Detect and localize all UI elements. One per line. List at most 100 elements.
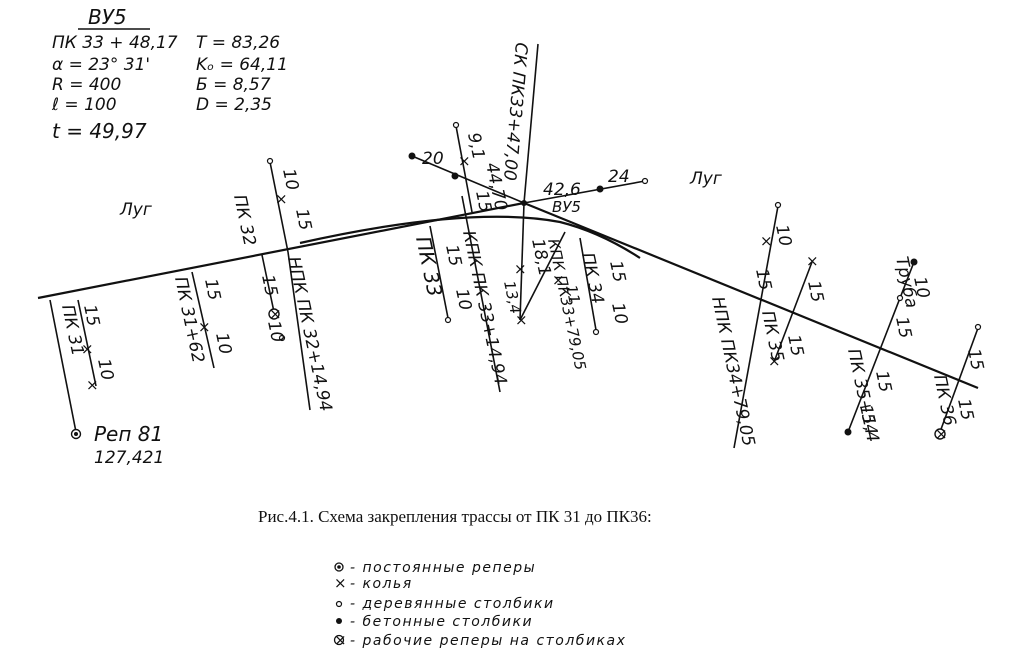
distance-label: 15 xyxy=(200,277,224,302)
working-benchmark-cross: × xyxy=(935,425,948,443)
tie-line xyxy=(455,125,473,213)
stake-marker: × xyxy=(86,376,99,394)
benchmark-elevation: 127,421 xyxy=(94,448,164,468)
distance-label: 10 xyxy=(211,331,235,356)
station-label: НПК ПК34+79,05 xyxy=(707,295,758,448)
working-benchmark-cross: × xyxy=(269,305,282,323)
wooden-post-marker xyxy=(774,201,782,209)
pk31-62-station: × ПК 31+62 15 10 xyxy=(170,271,235,369)
tie-line xyxy=(519,231,566,321)
station-label: ПК 35 xyxy=(757,309,787,364)
concrete-post-marker xyxy=(596,185,604,193)
distance-label: 15 xyxy=(605,259,629,284)
distance-label: 20 xyxy=(422,149,444,169)
distance-label: 15 xyxy=(963,347,987,372)
stake-marker: × xyxy=(515,311,528,329)
vertex-vu5: ВУ5 20 42,6 24 xyxy=(408,149,649,216)
pk36-station: × 15 ПК 36 15 xyxy=(929,323,987,443)
legend-text: - постоянные реперы xyxy=(350,560,536,576)
distance-label: 11 xyxy=(562,283,584,305)
distance-label: 10 xyxy=(607,301,631,326)
concrete-post-marker xyxy=(910,258,918,266)
working-benchmark-marker xyxy=(268,308,280,320)
wooden-post-icon xyxy=(335,600,343,608)
distance-label: 11,4 xyxy=(855,403,882,444)
station-label: НПК ПК 32+14,94 xyxy=(283,255,335,414)
distance-label: 10 xyxy=(263,319,287,344)
pk32-station: × × ПК 32 10 15 15 10 НПК ПК 32+14,94 xyxy=(229,157,335,414)
distance-label: 15 xyxy=(441,243,465,268)
distance-label: 24 xyxy=(608,167,630,187)
stake-marker: × xyxy=(768,352,781,370)
param-l: ℓ = 100 xyxy=(51,95,117,115)
tie-line xyxy=(461,195,501,393)
sk-label: СК ПК33+47,00 xyxy=(499,42,531,182)
stake-marker: × xyxy=(760,232,773,250)
stake-marker: × xyxy=(81,340,94,358)
tie-line xyxy=(939,327,979,433)
distance-label: 15 xyxy=(803,279,827,304)
concrete-post-marker xyxy=(451,172,459,180)
working-benchmark-marker xyxy=(934,428,946,440)
legend-text: - деревянные столбики xyxy=(350,596,555,612)
stake-marker: × xyxy=(458,152,471,170)
legend-item-wooden-post: - деревянные столбики xyxy=(335,596,555,612)
tie-line xyxy=(191,271,215,369)
pk34-station: ПК 34 15 10 xyxy=(577,237,631,336)
concrete-post-marker xyxy=(844,428,852,436)
stake-icon: × xyxy=(334,574,347,592)
tie-line xyxy=(261,254,275,313)
npk34-station: × 10 15 НПК ПК34+79,05 xyxy=(707,201,795,448)
curve-middle-ties: × × × 18,1 13,4 11 КПК ПК33+79,05 xyxy=(500,202,590,372)
tie-line xyxy=(519,202,525,321)
distance-label: 10 xyxy=(93,357,117,382)
legend-text: - рабочие реперы на столбиках xyxy=(350,633,626,649)
distance-label: 15 xyxy=(891,315,915,340)
param-alpha: α = 23° 31' xyxy=(52,55,150,75)
param-D: D = 2,35 xyxy=(196,95,272,115)
tie-line xyxy=(773,261,813,363)
params-title: ВУ5 xyxy=(88,5,127,29)
wooden-post-marker xyxy=(974,323,982,331)
distance-label: 15 xyxy=(79,303,103,328)
concrete-post-icon xyxy=(336,618,342,624)
distance-label: 15 xyxy=(291,207,315,232)
wooden-post-marker xyxy=(266,157,274,165)
stake-marker: × xyxy=(552,271,565,289)
station-label: ПК 32 xyxy=(229,193,259,248)
distance-label: 10 xyxy=(451,287,475,312)
tie-line xyxy=(77,299,97,387)
permanent-benchmark-marker xyxy=(74,432,78,436)
legend: - постоянные реперы × - колья - деревянн… xyxy=(333,560,626,649)
tie-line xyxy=(269,161,289,253)
legend-item-concrete-post: - бетонные столбики xyxy=(336,614,533,630)
param-t: t = 49,97 xyxy=(52,119,147,143)
legend-item-working-benchmark: × - рабочие реперы на столбиках xyxy=(333,631,626,649)
distance-label: 10 xyxy=(771,223,795,248)
tangent-line-2 xyxy=(523,201,979,390)
stake-marker: × xyxy=(514,260,527,278)
stake-marker: × xyxy=(275,190,288,208)
stake-marker: × xyxy=(806,252,819,270)
distance-label: 10 xyxy=(278,167,302,192)
wooden-post-marker xyxy=(592,328,600,336)
distance-label: 15 xyxy=(471,189,495,214)
pk35-54-station: Труба 10 15 15 ПК 35+54 11,4 xyxy=(843,255,933,444)
concrete-post-marker xyxy=(408,152,416,160)
distance-label: 10 xyxy=(909,275,933,300)
legend-text: - бетонные столбики xyxy=(350,614,533,630)
param-R: R = 400 xyxy=(52,75,121,95)
tie-line xyxy=(429,225,449,319)
param-T: T = 83,26 xyxy=(196,33,280,53)
tie-line xyxy=(847,261,915,433)
circular-curve xyxy=(299,215,641,259)
station-label: ПК 33 xyxy=(411,234,447,299)
tie-line xyxy=(287,251,311,411)
vertex-ray-left xyxy=(411,155,525,204)
legend-text: - колья xyxy=(350,576,413,592)
working-benchmark-icon-cross: × xyxy=(334,631,347,649)
permanent-benchmark-icon-dot xyxy=(337,565,341,569)
meadow-label-left: Луг xyxy=(119,200,152,220)
